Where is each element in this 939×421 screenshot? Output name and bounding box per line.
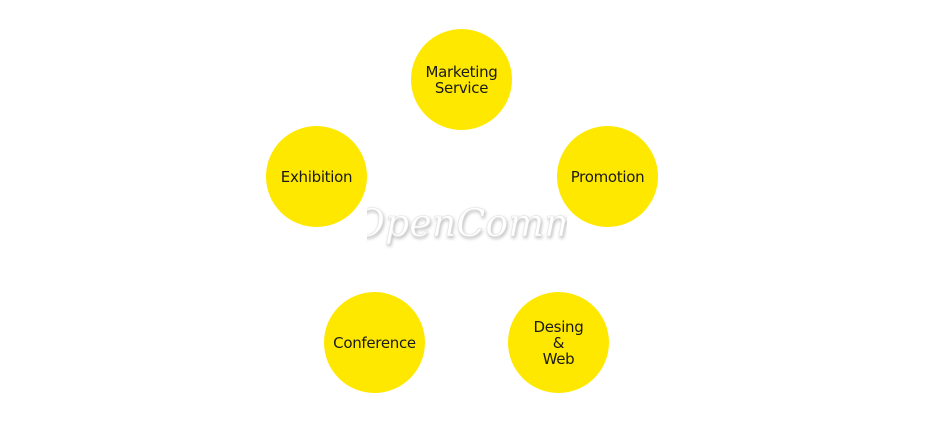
node-marketing-service[interactable]: Marketing Service — [411, 29, 512, 130]
node-label: Conference — [333, 333, 416, 352]
node-conference[interactable]: Conference — [324, 292, 425, 393]
node-design-web[interactable]: Desing & Web — [508, 292, 609, 393]
node-promotion[interactable]: Promotion — [557, 126, 658, 227]
center-logo-text: OpenComm — [367, 201, 567, 245]
node-label: Desing & Web — [533, 317, 584, 368]
node-exhibition[interactable]: Exhibition — [266, 126, 367, 227]
node-label: Promotion — [570, 167, 645, 186]
node-label: Marketing Service — [425, 62, 498, 97]
node-label: Exhibition — [280, 167, 353, 186]
center-logo: OpenComm — [353, 200, 580, 250]
center-logo-svg: OpenComm — [353, 201, 580, 246]
